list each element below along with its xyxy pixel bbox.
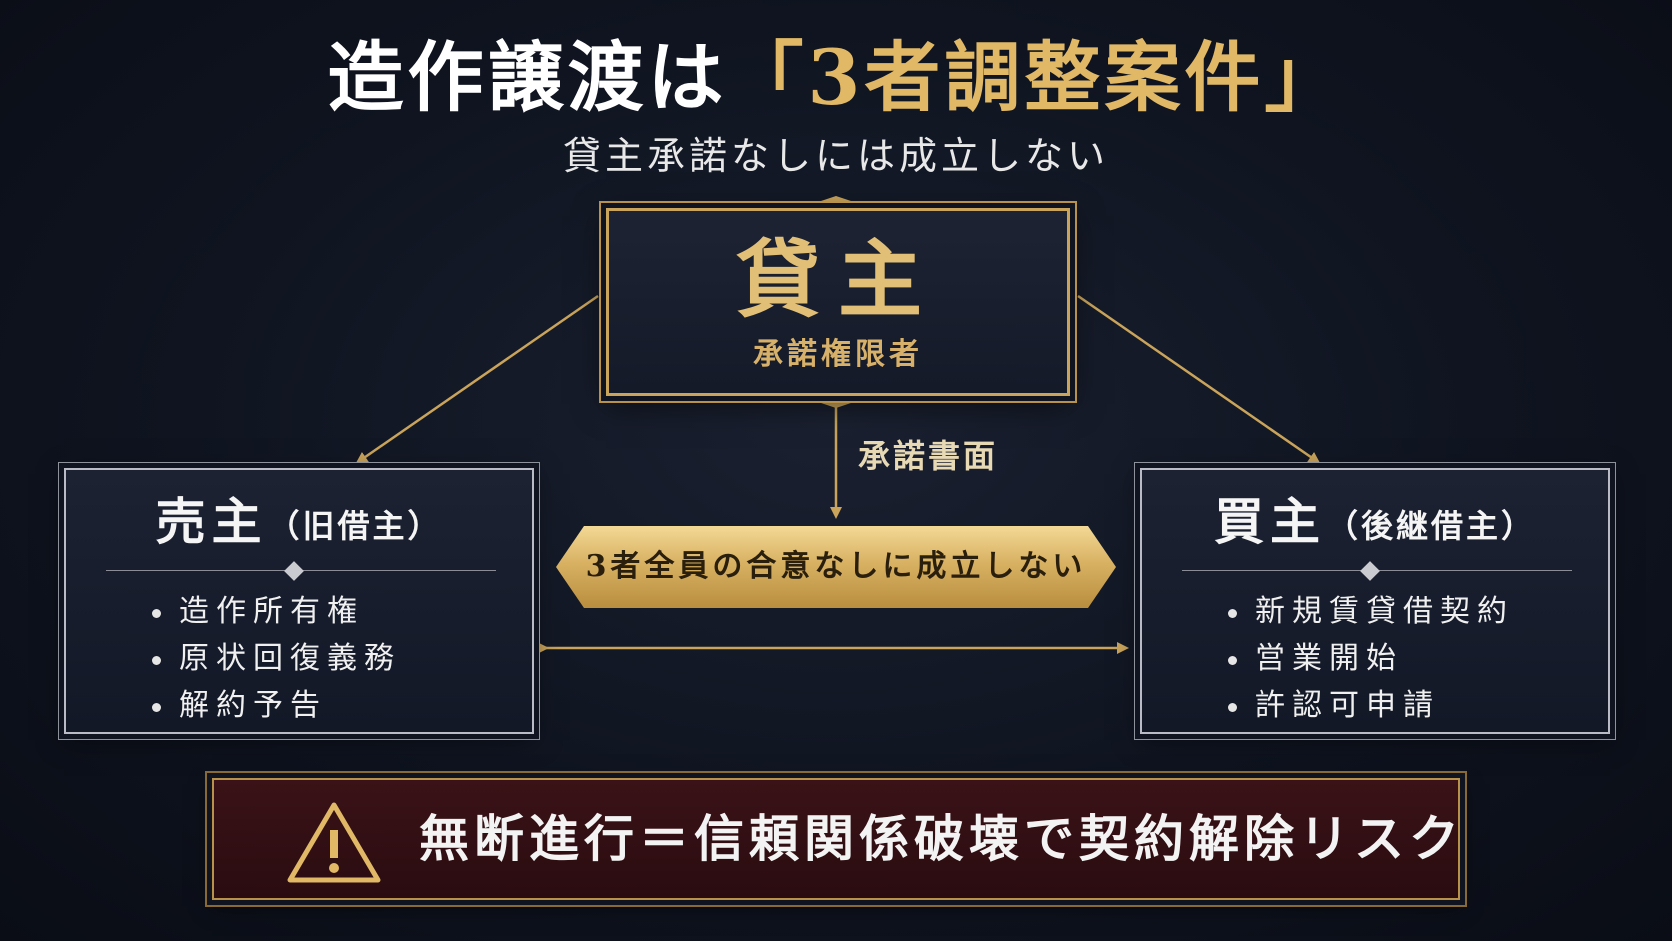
list-item: 許認可申請 xyxy=(1228,682,1514,729)
list-item: 造作所有権 xyxy=(152,588,401,635)
bullet xyxy=(1228,608,1237,618)
seller-item: 造作所有権 xyxy=(179,594,364,629)
arrow-lender-to-seller xyxy=(355,294,599,464)
buyer-item: 新規賃貸借契約 xyxy=(1255,594,1514,629)
buyer-box: 買主（後継借主） 新規賃貸借契約 営業開始 許認可申請 xyxy=(1140,468,1610,734)
buyer-name: 買主 xyxy=(1213,492,1326,551)
arrow-lender-to-buyer xyxy=(1077,294,1321,464)
bullet xyxy=(152,702,161,712)
lender-box: 貸主 承諾権限者 xyxy=(606,208,1070,396)
seller-name: 売主 xyxy=(155,492,268,551)
buyer-qualifier: （後継借主） xyxy=(1325,507,1536,545)
buyer-heading: 買主（後継借主） xyxy=(1142,492,1608,556)
list-item: 営業開始 xyxy=(1228,635,1514,682)
warning-triangle-icon xyxy=(287,802,381,883)
lender-role: 承諾権限者 xyxy=(753,337,923,372)
title-highlight: 「3者調整案件」 xyxy=(727,33,1345,122)
list-item: 新規賃貸借契約 xyxy=(1228,588,1514,635)
buyer-list: 新規賃貸借契約 営業開始 許認可申請 xyxy=(1228,588,1514,729)
seller-item: 解約予告 xyxy=(179,688,327,723)
seller-item: 原状回復義務 xyxy=(179,641,401,676)
seller-heading: 売主（旧借主） xyxy=(66,492,532,556)
seller-qualifier: （旧借主） xyxy=(267,507,443,545)
buyer-item: 営業開始 xyxy=(1255,641,1403,676)
lender-name: 貸主 xyxy=(735,230,940,329)
page-title: 造作譲渡は「3者調整案件」 xyxy=(0,30,1672,126)
warning-text: 無断進行＝信頼関係破壊で契約解除リスク xyxy=(419,809,1464,868)
warning-banner: 無断進行＝信頼関係破壊で契約解除リスク xyxy=(212,778,1460,900)
seller-list: 造作所有権 原状回復義務 解約予告 xyxy=(152,588,401,729)
buyer-divider-ornament xyxy=(1360,561,1380,581)
title-main: 造作譲渡は xyxy=(327,33,728,122)
consent-banner: 3者全員の合意なしに成立しない xyxy=(556,526,1116,608)
seller-box: 売主（旧借主） 造作所有権 原状回復義務 解約予告 xyxy=(64,468,534,734)
bullet xyxy=(1228,655,1237,665)
list-item: 原状回復義務 xyxy=(152,635,401,682)
seller-divider-ornament xyxy=(284,561,304,581)
bullet xyxy=(152,608,161,618)
approval-document-label: 承諾書面 xyxy=(858,437,999,475)
page-subtitle: 貸主承諾なしには成立しない xyxy=(562,134,1109,178)
consent-banner-text: 3者全員の合意なしに成立しない xyxy=(585,549,1087,584)
bullet xyxy=(152,655,161,665)
list-item: 解約予告 xyxy=(152,682,401,729)
buyer-item: 許認可申請 xyxy=(1255,688,1440,723)
bullet xyxy=(1228,702,1237,712)
